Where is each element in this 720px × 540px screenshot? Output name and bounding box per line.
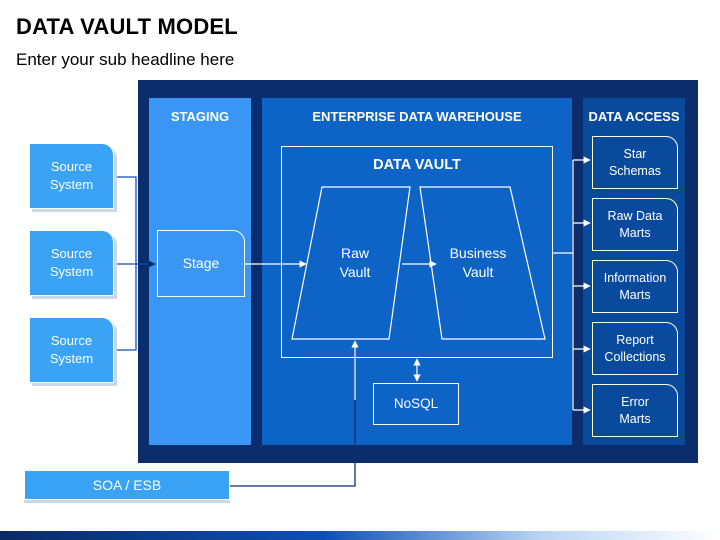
- page-subtitle: Enter your sub headline here: [16, 50, 235, 69]
- data-vault-box: [281, 146, 553, 358]
- data-access-header: DATA ACCESS: [588, 109, 680, 124]
- stage-box[interactable]: Stage: [157, 230, 245, 297]
- raw-vault-shape: [291, 186, 411, 340]
- business-vault-shape: [419, 186, 546, 340]
- edw-header: ENTERPRISE DATA WAREHOUSE: [312, 109, 522, 124]
- staging-header: STAGING: [170, 109, 230, 124]
- business-vault-label: Business Vault: [449, 245, 507, 280]
- raw-vault-label: Raw Vault: [339, 245, 371, 280]
- soa-line: [230, 340, 356, 487]
- nosql-box[interactable]: NoSQL: [373, 383, 459, 425]
- page-title: DATA VAULT MODEL: [16, 14, 238, 39]
- data-vault-title: DATA VAULT: [373, 157, 461, 173]
- access-connectors: [553, 156, 591, 414]
- source-connectors: [113, 176, 156, 351]
- footer-bar: [0, 531, 720, 540]
- soa-esb-box[interactable]: SOA / ESB: [24, 470, 230, 500]
